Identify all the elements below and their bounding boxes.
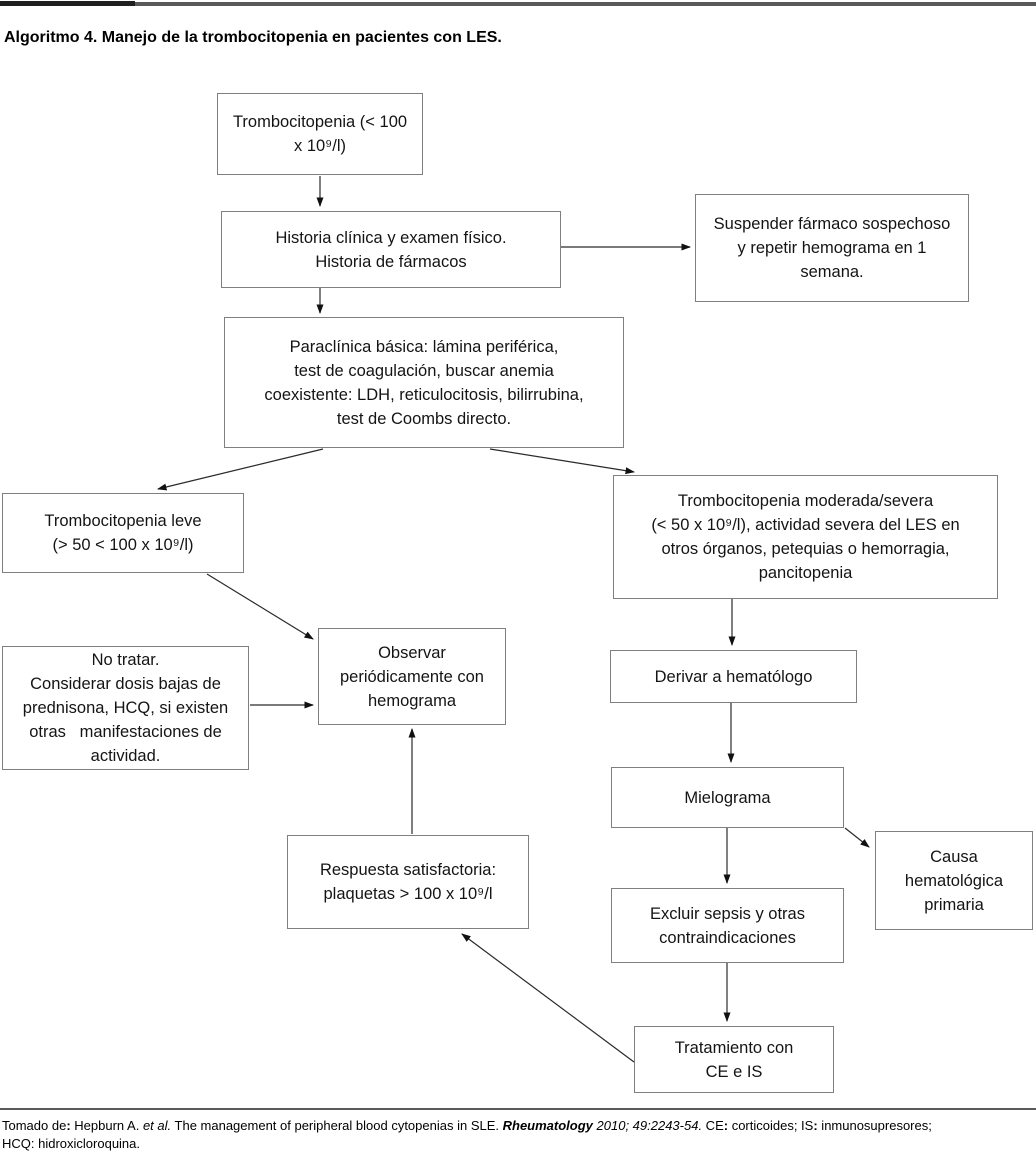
node-historia-clinica: Historia clínica y examen físico. Histor… (221, 211, 561, 288)
footer-divider (0, 1108, 1036, 1110)
page-title: Algoritmo 4. Manejo de la trombocitopeni… (4, 29, 502, 46)
node-label: Causa hematológica primaria (904, 847, 1004, 914)
node-label: Excluir sepsis y otras contraindicacione… (650, 904, 805, 947)
footer-journal: Rheumatology (502, 1118, 593, 1133)
node-label: Trombocitopenia leve (> 50 < 100 x 10⁹/l… (44, 512, 202, 554)
arrow-paraclinica-to-leve (157, 448, 324, 491)
node-causa-hematologica: Causa hematológica primaria (875, 831, 1033, 930)
arrow-paraclinica-to-moderada (489, 448, 635, 475)
footer-abbrev-hcq: HCQ: hidroxicloroquina. (2, 1135, 141, 1151)
node-respuesta-satisfactoria: Respuesta satisfactoria: plaquetas > 100… (287, 835, 529, 929)
node-label: Derivar a hematólogo (654, 667, 813, 686)
footer-citation: Tomado de: Hepburn A. et al. The managem… (2, 1117, 1034, 1152)
footer-colon: : (723, 1118, 729, 1133)
node-tratamiento-ce-is: Tratamiento con CE e IS (634, 1026, 834, 1093)
node-label: No tratar. Considerar dosis bajas de pre… (22, 651, 229, 765)
footer-abbrev-ce: CE (702, 1118, 724, 1133)
node-paraclinica-basica: Paraclínica básica: lámina periférica, t… (224, 317, 624, 448)
node-observar-hemograma: Observar periódicamente con hemograma (318, 628, 506, 725)
footer-article-title: The management of peripheral blood cytop… (171, 1118, 503, 1133)
node-label: Tratamiento con CE e IS (674, 1038, 794, 1081)
node-trombocitopenia-moderada-severa: Trombocitopenia moderada/severa (< 50 x … (613, 475, 998, 599)
node-label: Trombocitopenia (< 100 x 10⁹/l) (232, 113, 408, 155)
footer-volume: 2010; 49:2243-54. (592, 1118, 703, 1133)
footer-abbrev-is: corticoides; IS (728, 1118, 814, 1133)
node-label: Observar periódicamente con hemograma (339, 643, 484, 710)
node-trombocitopenia-inicial: Trombocitopenia (< 100 x 10⁹/l) (217, 93, 423, 175)
node-no-tratar: No tratar. Considerar dosis bajas de pre… (2, 646, 249, 770)
footer-colon: : (66, 1118, 71, 1133)
node-mielograma: Mielograma (611, 767, 844, 828)
arrow-leve-to-observar (206, 573, 314, 640)
top-rule-gray-segment (135, 2, 1036, 6)
node-label: Trombocitopenia moderada/severa (< 50 x … (651, 492, 960, 582)
node-trombocitopenia-leve: Trombocitopenia leve (> 50 < 100 x 10⁹/l… (2, 493, 244, 573)
node-label: Paraclínica básica: lámina periférica, t… (264, 337, 584, 428)
footer-colon: : (813, 1118, 818, 1133)
arrow-mielograma-to-causa (844, 827, 870, 848)
node-label: Mielograma (684, 788, 771, 807)
node-label: Historia clínica y examen físico. Histor… (275, 228, 507, 271)
footer-source-label: Tomado de (2, 1118, 67, 1133)
arrow-tratamiento-to-respuesta (461, 933, 635, 1063)
top-rule-dark-segment (0, 1, 135, 6)
node-label: Respuesta satisfactoria: plaquetas > 100… (319, 861, 497, 903)
node-excluir-sepsis: Excluir sepsis y otras contraindicacione… (611, 888, 844, 963)
footer-abbrev-is-def: inmunosupresores; (817, 1118, 932, 1133)
node-label: Suspender fármaco sospechoso y repetir h… (713, 215, 951, 281)
footer-et-al: et al. (142, 1118, 172, 1133)
footer-author: Hepburn A. (70, 1118, 143, 1133)
node-derivar-hematologo: Derivar a hematólogo (610, 650, 857, 703)
node-suspender-farmaco: Suspender fármaco sospechoso y repetir h… (695, 194, 969, 302)
